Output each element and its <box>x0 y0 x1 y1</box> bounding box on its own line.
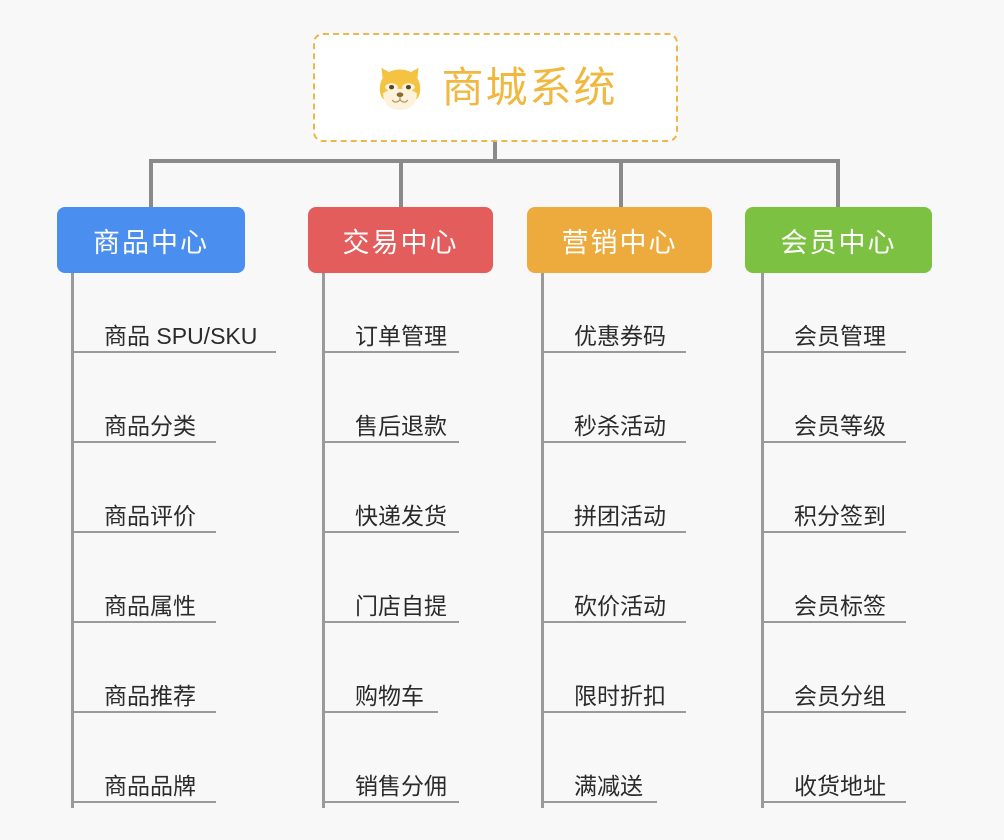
leaf-rule <box>71 441 216 443</box>
leaf-rule <box>761 441 906 443</box>
leaf-label: 优惠券码 <box>574 323 666 349</box>
leaf-label: 满减送 <box>574 773 643 799</box>
leaf-rule <box>541 711 686 713</box>
leaf-label: 购物车 <box>355 683 424 709</box>
leaf-label: 订单管理 <box>355 323 447 349</box>
leaf-rule <box>71 801 216 803</box>
leaf-rule <box>761 351 906 353</box>
branch-header-0[interactable]: 商品中心 <box>57 207 245 273</box>
leaf-rule <box>541 441 686 443</box>
leaf-rule <box>761 531 906 533</box>
leaf-rule <box>71 711 216 713</box>
leaf-rule <box>71 531 216 533</box>
leaf-label: 商品 SPU/SKU <box>104 323 258 349</box>
leaf-rule <box>322 441 459 443</box>
leaf-label: 积分签到 <box>794 503 886 529</box>
leaf-label: 售后退款 <box>355 413 447 439</box>
leaf-rule <box>322 531 459 533</box>
connector-horizontal-bus <box>149 159 840 163</box>
leaf-label: 会员等级 <box>794 413 886 439</box>
branch-header-label-1: 交易中心 <box>342 227 459 258</box>
connector-drop-1 <box>399 159 403 207</box>
branch-header-2[interactable]: 营销中心 <box>527 207 712 273</box>
leaf-label: 会员分组 <box>794 683 886 709</box>
leaf-rule <box>541 531 686 533</box>
branch-header-3[interactable]: 会员中心 <box>745 207 932 273</box>
leaf-label: 销售分佣 <box>355 773 447 799</box>
leaf-label: 秒杀活动 <box>574 413 666 439</box>
leaf-label: 商品属性 <box>104 593 196 619</box>
leaf-rule <box>541 351 686 353</box>
leaf-label: 限时折扣 <box>574 683 666 709</box>
leaf-label: 商品推荐 <box>104 683 196 709</box>
dog-face-icon <box>380 67 421 110</box>
leaf-rule <box>541 801 657 803</box>
branch-header-label-2: 营销中心 <box>561 227 678 258</box>
branch-header-label-3: 会员中心 <box>780 227 897 258</box>
leaf-rule <box>761 621 906 623</box>
branch-spine-2 <box>541 273 544 808</box>
leaf-rule <box>71 621 216 623</box>
leaf-rule <box>71 351 276 353</box>
connector-root-stem <box>493 142 497 163</box>
branch-header-1[interactable]: 交易中心 <box>308 207 493 273</box>
connector-drop-3 <box>836 159 840 207</box>
branch-header-label-0: 商品中心 <box>93 227 209 258</box>
branch-spine-3 <box>761 273 764 808</box>
leaf-label: 门店自提 <box>355 593 447 619</box>
leaf-rule <box>322 621 459 623</box>
branch-spine-0 <box>71 273 74 808</box>
connector-drop-0 <box>149 159 153 207</box>
branch-spine-1 <box>322 273 325 808</box>
leaf-rule <box>541 621 686 623</box>
leaf-rule <box>322 801 459 803</box>
leaf-rule <box>761 801 906 803</box>
root-node[interactable]: 商城系统 <box>313 33 678 142</box>
leaf-rule <box>322 711 438 713</box>
leaf-label: 收货地址 <box>794 773 886 799</box>
connector-drop-2 <box>619 159 623 207</box>
leaf-label: 快递发货 <box>355 503 447 529</box>
leaf-rule <box>761 711 906 713</box>
leaf-label: 会员管理 <box>794 323 886 349</box>
leaf-label: 商品品牌 <box>104 773 196 799</box>
root-title: 商城系统 <box>441 63 618 111</box>
leaf-label: 商品评价 <box>104 503 196 529</box>
leaf-label: 会员标签 <box>794 593 886 619</box>
leaf-label: 拼团活动 <box>574 503 666 529</box>
leaf-label: 商品分类 <box>104 413 196 439</box>
leaf-rule <box>322 351 459 353</box>
leaf-label: 砍价活动 <box>574 593 666 619</box>
